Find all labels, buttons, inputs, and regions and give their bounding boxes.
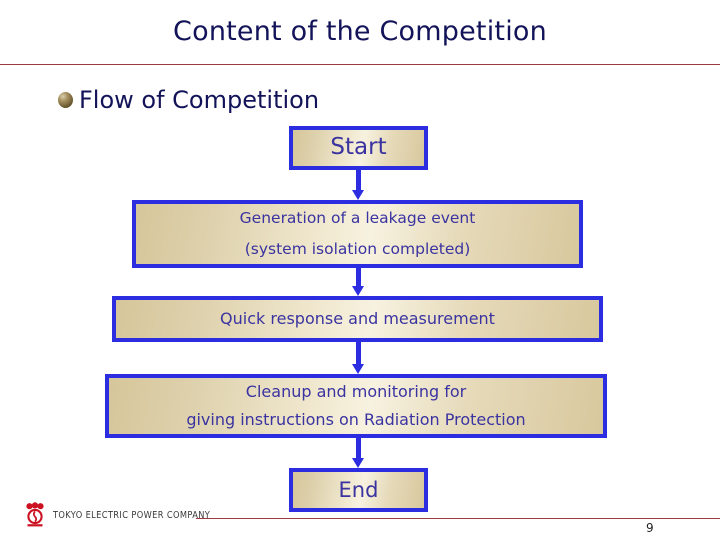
flow-node-cleanup-line-2: giving instructions on Radiation Protect… xyxy=(186,409,526,429)
flow-node-end-line-1: End xyxy=(338,477,379,502)
arrow-head xyxy=(352,190,364,200)
page-number: 9 xyxy=(646,521,654,535)
section-heading-label: Flow of Competition xyxy=(79,86,320,114)
flow-node-generation[interactable]: Generation of a leakage event (system is… xyxy=(132,200,583,268)
flow-node-cleanup-line-1: Cleanup and monitoring for xyxy=(245,382,467,402)
flow-arrow-4-down-arrow-icon xyxy=(352,438,365,468)
arrow-head xyxy=(352,458,364,468)
header-divider xyxy=(0,64,720,65)
footer-company-name: TOKYO ELECTRIC POWER COMPANY xyxy=(53,509,211,521)
flow-node-end[interactable]: End xyxy=(289,468,428,512)
arrow-stem xyxy=(356,342,361,364)
arrow-stem xyxy=(356,438,361,458)
sphere-bullet-icon xyxy=(58,92,73,108)
flow-node-quick-response[interactable]: Quick response and measurement xyxy=(112,296,603,342)
flow-arrow-3-down-arrow-icon xyxy=(352,342,365,374)
flow-node-start[interactable]: Start xyxy=(289,126,428,170)
page-title: Content of the Competition xyxy=(173,16,547,47)
flow-arrow-2-down-arrow-icon xyxy=(352,268,365,296)
footer-branding: TOKYO ELECTRIC POWER COMPANY xyxy=(22,502,224,528)
flow-arrow-1-down-arrow-icon xyxy=(352,170,365,200)
flow-node-generation-line-1: Generation of a leakage event xyxy=(239,209,476,228)
tepco-logo-icon xyxy=(22,502,48,528)
flow-node-start-line-1: Start xyxy=(330,134,387,161)
arrow-stem xyxy=(356,170,361,190)
footer-divider xyxy=(196,518,720,519)
flow-node-cleanup[interactable]: Cleanup and monitoring for giving instru… xyxy=(105,374,607,438)
arrow-head xyxy=(352,286,364,296)
section-heading: Flow of Competition xyxy=(58,86,319,114)
arrow-head xyxy=(352,364,364,374)
flow-node-generation-line-2: (system isolation completed) xyxy=(244,239,471,258)
flow-node-quick-response-line-1: Quick response and measurement xyxy=(220,308,495,328)
arrow-stem xyxy=(356,268,361,286)
